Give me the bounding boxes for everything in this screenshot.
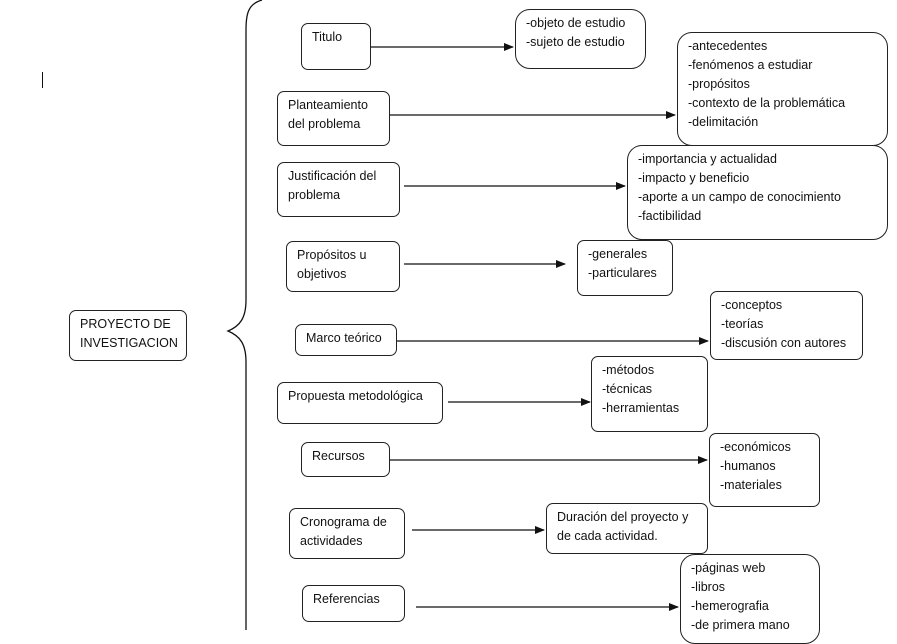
detail-line: -propósitos (688, 77, 750, 91)
detail-line: -delimitación (688, 115, 759, 129)
node-cronograma: Cronograma de actividades (289, 508, 405, 559)
node-line: Recursos (312, 449, 365, 463)
detail-line: -páginas web (691, 561, 766, 575)
detail-line: -objeto de estudio (526, 16, 626, 30)
node-propositos: Propósitos u objetivos (286, 241, 400, 292)
detail-planteamiento: -antecedentes -fenómenos a estudiar -pro… (677, 32, 888, 146)
detail-line: -económicos (720, 440, 791, 454)
detail-marco-teorico: -conceptos -teorías -discusión con autor… (710, 291, 863, 360)
detail-line: -teorías (721, 317, 764, 331)
detail-recursos: -económicos -humanos -materiales (709, 433, 820, 507)
text-cursor (42, 72, 43, 88)
node-titulo: Titulo (301, 23, 371, 70)
detail-line: -de primera mano (691, 618, 790, 632)
node-line: Cronograma de (300, 515, 387, 529)
node-recursos: Recursos (301, 442, 390, 477)
detail-propositos: -generales -particulares (577, 240, 673, 296)
node-line: Marco teórico (306, 331, 382, 345)
detail-line: -libros (691, 580, 726, 594)
detail-line: -discusión con autores (721, 336, 847, 350)
detail-line: -generales (588, 247, 648, 261)
detail-line: -antecedentes (688, 39, 768, 53)
detail-line: -técnicas (602, 382, 653, 396)
curly-brace (226, 0, 263, 630)
detail-line: -conceptos (721, 298, 783, 312)
detail-referencias: -páginas web -libros -hemerografia -de p… (680, 554, 820, 644)
detail-line: -humanos (720, 459, 776, 473)
node-referencias: Referencias (302, 585, 405, 622)
node-justificacion: Justificación del problema (277, 162, 400, 217)
detail-line: -importancia y actualidad (638, 152, 777, 166)
detail-line: de cada actividad. (557, 529, 658, 543)
detail-justificacion: -importancia y actualidad -impacto y ben… (627, 145, 888, 240)
detail-line: -hemerografia (691, 599, 769, 613)
detail-line: -fenómenos a estudiar (688, 58, 813, 72)
node-line: Propósitos u (297, 248, 367, 262)
root-node-proyecto: PROYECTO DE INVESTIGACION (69, 310, 187, 361)
root-line: INVESTIGACION (80, 336, 178, 350)
detail-line: -métodos (602, 363, 655, 377)
detail-line: -impacto y beneficio (638, 171, 750, 185)
node-line: problema (288, 188, 341, 202)
detail-propuesta: -métodos -técnicas -herramientas (591, 356, 708, 432)
node-line: Referencias (313, 592, 380, 606)
detail-line: -particulares (588, 266, 657, 280)
node-marco-teorico: Marco teórico (295, 324, 397, 356)
node-line: actividades (300, 534, 363, 548)
node-propuesta-metodologica: Propuesta metodológica (277, 382, 443, 424)
node-planteamiento: Planteamiento del problema (277, 91, 390, 146)
detail-line: -herramientas (602, 401, 680, 415)
detail-line: -contexto de la problemática (688, 96, 846, 110)
detail-line: -sujeto de estudio (526, 35, 625, 49)
node-line: Planteamiento (288, 98, 368, 112)
detail-line: -factibilidad (638, 209, 702, 223)
detail-line: -aporte a un campo de conocimiento (638, 190, 841, 204)
detail-titulo: -objeto de estudio -sujeto de estudio (515, 9, 646, 69)
node-line: Justificación del (288, 169, 377, 183)
node-line: del problema (288, 117, 361, 131)
root-line: PROYECTO DE (80, 317, 171, 331)
node-line: Titulo (312, 30, 343, 44)
detail-cronograma: Duración del proyecto y de cada activida… (546, 503, 708, 554)
detail-line: Duración del proyecto y (557, 510, 689, 524)
node-line: Propuesta metodológica (288, 389, 423, 403)
detail-line: -materiales (720, 478, 782, 492)
node-line: objetivos (297, 267, 347, 281)
